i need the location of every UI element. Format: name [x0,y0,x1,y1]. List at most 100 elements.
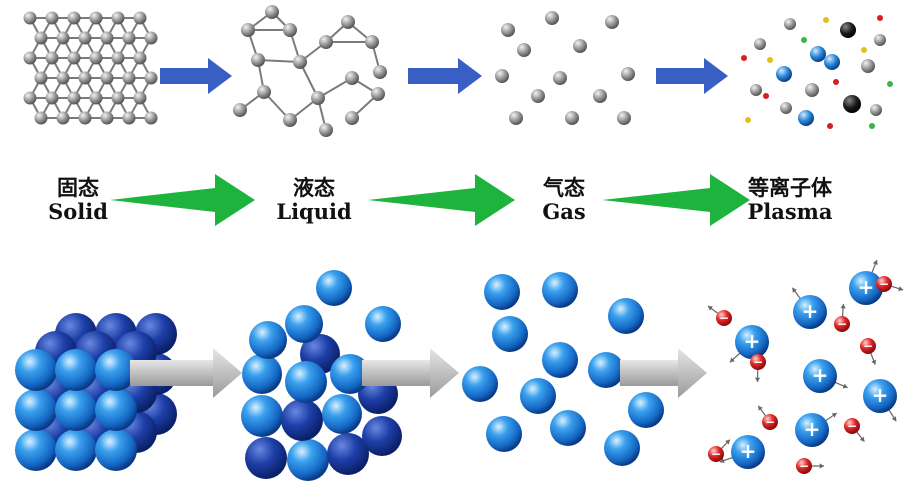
label-gas-en: Gas [542,199,586,225]
motion-arrowhead [842,383,848,389]
lattice-node [111,51,125,65]
liquid-sphere-cluster [241,270,402,481]
positive-sign: + [744,329,761,353]
top-arrow-1 [160,58,232,94]
bottom-arrow-3 [620,348,707,398]
negative-sign: − [719,311,729,325]
negative-ion [796,458,812,474]
motion-arrowhead [729,357,735,363]
solid-sphere [15,429,57,471]
green-arrow-1 [110,174,255,226]
solid-sphere [55,429,97,471]
lattice-node [89,11,103,25]
lattice-node [56,111,70,125]
positive-ion [793,295,827,329]
lattice-node [45,51,59,65]
motion-arrowhead [725,439,730,445]
lattice-node [78,71,92,85]
negative-sign: − [879,277,889,291]
lattice-node [89,91,103,105]
gas-spheres [462,272,664,466]
negative-ion [876,276,892,292]
lattice-node [111,11,125,25]
lattice-node [144,111,158,125]
label-liquid-cn: 液态 [293,175,335,200]
lattice-node [23,91,37,105]
bottom-arrow-1 [130,348,242,398]
label-plasma-en: Plasma [747,199,833,225]
lattice-node [23,11,37,25]
label-gas-cn: 气态 [543,175,585,200]
lattice-node [144,31,158,45]
lattice-node [56,31,70,45]
motion-arrowhead [758,405,763,411]
motion-arrowhead [707,306,713,311]
negative-ion [716,310,732,326]
lattice-node [111,91,125,105]
positive-ion [735,325,769,359]
negative-ion [844,418,860,434]
lattice-node [144,71,158,85]
negative-ion [834,316,850,332]
label-solid-en: Solid [48,199,108,225]
motion-arrowhead [898,286,904,292]
positive-sign: + [858,275,875,299]
negative-sign: − [863,339,873,353]
motion-arrowhead [831,413,837,418]
bottom-row-svg: +++++++−−−−−−−−− [15,259,904,481]
lattice-node [78,31,92,45]
negative-sign: − [711,447,721,461]
green-arrow-2 [368,174,515,226]
lattice-node [133,11,147,25]
solid-sphere [15,389,57,431]
positive-ion [863,379,897,413]
top-row-svg [23,5,893,137]
solid-sphere [55,349,97,391]
label-solid-cn: 固态 [57,175,99,200]
negative-ion [750,354,766,370]
lattice-node [67,51,81,65]
label-plasma: 等离子体 Plasma [710,175,870,225]
solid-sphere [95,429,137,471]
positive-sign: + [740,439,757,463]
negative-sign: − [765,415,775,429]
lattice-node [100,111,114,125]
negative-ion [762,414,778,430]
liquid-network-sketch [233,5,387,137]
motion-arrowhead [754,377,761,382]
label-solid: 固态 Solid [0,175,158,225]
top-row [0,0,923,150]
lattice-node [122,31,136,45]
label-plasma-cn: 等离子体 [748,175,832,200]
lattice-node [34,111,48,125]
lattice-node [122,111,136,125]
top-arrow-3 [656,58,728,94]
motion-arrowhead [872,260,878,265]
top-arrow-2 [408,58,482,94]
green-arrow-3 [602,174,750,226]
label-liquid: 液态 Liquid [234,175,394,225]
solid-sphere [95,389,137,431]
solid-sphere-cube [15,313,177,471]
motion-arrowhead [719,458,725,464]
motion-arrowhead [840,304,846,309]
solid-sphere [55,389,97,431]
lattice-node [100,31,114,45]
positive-sign: + [812,363,829,387]
solid-sphere [15,349,57,391]
motion-arrowhead [819,463,824,469]
motion-arrowhead [891,416,897,422]
positive-sign: + [802,299,819,323]
negative-sign: − [847,419,857,433]
lattice-node [67,91,81,105]
label-liquid-en: Liquid [276,199,352,225]
negative-sign: − [837,317,847,331]
plasma-small-ions [741,15,893,129]
label-gas: 气态 Gas [484,175,644,225]
lattice-node [100,71,114,85]
motion-arrowhead [871,359,877,365]
plasma-ions: +++++++−−−−−−−−− [707,259,904,474]
lattice-node [89,51,103,65]
lattice-node [122,71,136,85]
negative-ion [860,338,876,354]
